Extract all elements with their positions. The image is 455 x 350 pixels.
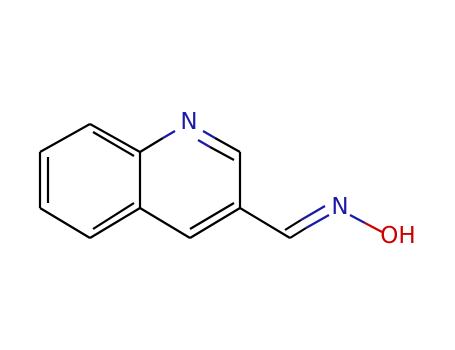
- bond-cexo-n2-black: [289, 227, 307, 239]
- bond-cexo-n2-inner-black: [284, 219, 302, 231]
- atom-label-layer: N N OH: [180, 109, 415, 249]
- bond-cexo-n2-blue: [305, 214, 330, 229]
- bond-n1-c2-inner-black: [209, 146, 235, 161]
- bond-c8a-c8: [39, 123, 91, 153]
- bond-c3-c4: [189, 207, 241, 239]
- bond-cexo-n2-inner-blue: [300, 205, 326, 221]
- bond-n2-o-red: [364, 222, 383, 233]
- bond-c6-c5: [89, 207, 141, 239]
- bond-c7-c6: [39, 207, 91, 239]
- bond-c3-c4-inner: [189, 202, 235, 230]
- bond-n1-c2-blue: [202, 130, 216, 139]
- bond-c4a-n1-black: [139, 137, 164, 153]
- atom-label-oxime-nitrogen: N: [331, 194, 348, 220]
- bond-c4-c4a: [139, 207, 191, 239]
- bond-layer: [38, 123, 383, 239]
- bond-c4a-c8a: [89, 123, 141, 153]
- bond-n2-o-blue: [349, 214, 366, 224]
- bond-c6-c5-inner: [92, 202, 135, 230]
- bond-c4a-n1-blue: [162, 130, 176, 139]
- bond-c3-cexo: [239, 207, 291, 239]
- bond-n1-c2-black: [214, 137, 241, 153]
- bond-n1-c2-inner-blue: [197, 139, 211, 148]
- atom-label-hydroxyl: OH: [380, 223, 415, 249]
- bond-c8a-c4a-inner: [92, 131, 135, 157]
- atom-label-ring-nitrogen: N: [180, 109, 197, 135]
